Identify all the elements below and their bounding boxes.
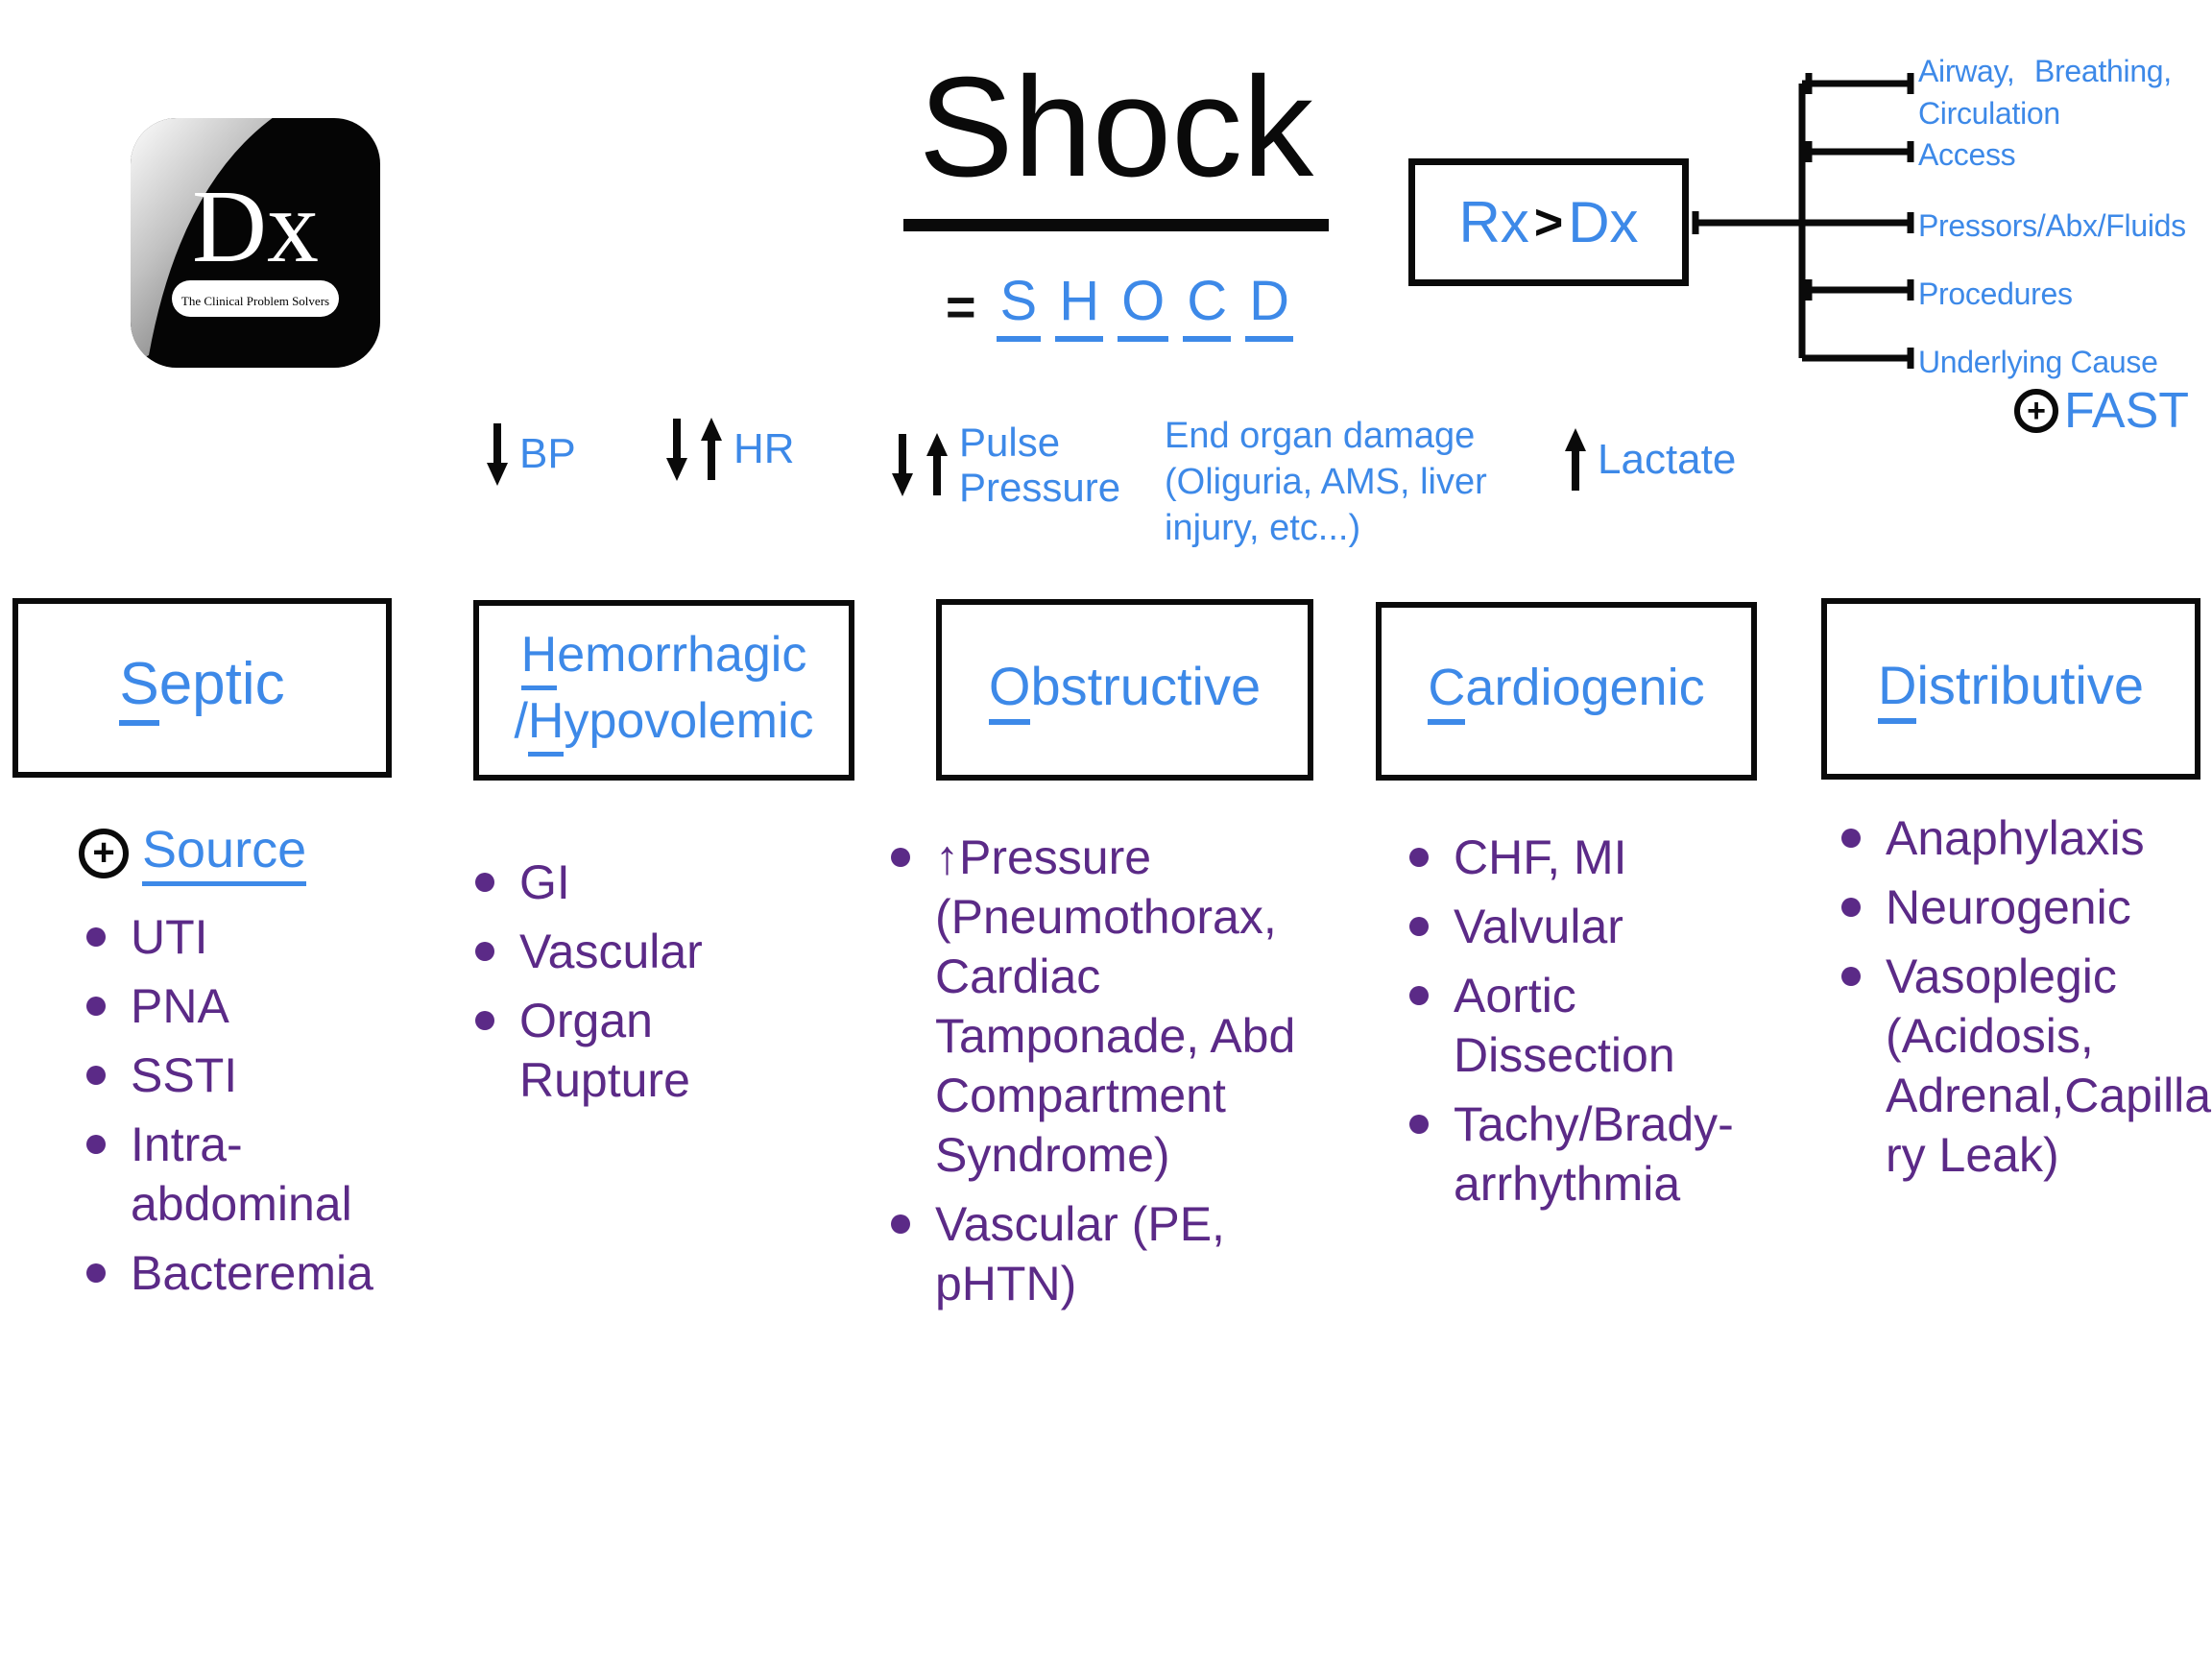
list-item: SSTI [86, 1046, 403, 1105]
bullet-icon [891, 1214, 910, 1234]
list-item: Vasoplegic (Acidosis, Adrenal,Capillary … [1841, 947, 2212, 1185]
obstructive-title: Obstructive [988, 655, 1261, 725]
category-box-obstructive: Obstructive [936, 599, 1313, 781]
logo-tagline: The Clinical Problem Solvers [181, 294, 329, 308]
list-item: UTI [86, 907, 403, 967]
cpsolvers-logo: Dx The Clinical Problem Solvers [130, 117, 381, 369]
up-arrow-icon [1565, 428, 1586, 491]
acronym-letter-c: C [1183, 272, 1232, 342]
down-arrow-icon [892, 434, 913, 496]
acronym-letter-d: D [1245, 272, 1294, 342]
septic-title: Septic [119, 650, 285, 726]
bullet-icon [86, 1135, 106, 1154]
branch-label-underlying-cause: Underlying Cause [1918, 345, 2158, 379]
logo-swoosh [131, 118, 274, 365]
source-label: Source [142, 820, 307, 886]
list-item: CHF, MI [1409, 828, 1767, 887]
vital-lactate: Lactate [1563, 422, 1736, 497]
up-arrow-icon [926, 433, 948, 495]
list-item: Aortic Dissection [1409, 966, 1767, 1085]
bullet-icon [86, 927, 106, 947]
cpsolvers-logo-graphic: Dx The Clinical Problem Solvers [131, 118, 380, 368]
bullet-icon [475, 942, 494, 961]
cardiogenic-title: Cardiogenic [1428, 658, 1705, 725]
fast-exam-note: + FAST [2014, 382, 2189, 440]
list-item: Vascular [475, 922, 763, 981]
bullet-icon [86, 1263, 106, 1283]
bullet-icon [891, 848, 910, 867]
vital-pulse-pressure: Pulse Pressure [890, 420, 1120, 510]
distributive-list: Anaphylaxis Neurogenic Vasoplegic (Acido… [1841, 808, 2212, 1185]
category-box-distributive: Distributive [1821, 598, 2200, 780]
list-item: Organ Rupture [475, 991, 763, 1110]
acronym-letter-h: H [1055, 272, 1104, 342]
bullet-icon [1409, 848, 1429, 867]
rx-over-dx-box: Rx > Dx [1408, 158, 1689, 286]
distributive-title: Distributive [1878, 654, 2144, 724]
bp-label: BP [519, 430, 576, 477]
category-box-cardiogenic: Cardiogenic [1376, 602, 1757, 781]
bullet-icon [1841, 898, 1861, 917]
bullet-icon [1409, 1115, 1429, 1134]
list-item: ↑Pressure (Pneumothorax, Cardiac Tampona… [891, 828, 1318, 1185]
up-arrow-icon [701, 418, 722, 480]
fast-label: FAST [2064, 383, 2190, 439]
logo-monogram: Dx [192, 170, 319, 284]
branch-label-access: Access [1918, 137, 2016, 172]
equals-sign: = [946, 277, 976, 336]
rx-label: Rx [1458, 190, 1529, 254]
bullet-icon [475, 1011, 494, 1030]
hr-label: HR [733, 425, 795, 472]
hemorrhagic-title: Hemorrhagic /Hypovolemic [514, 624, 814, 757]
vital-hr: HR [664, 415, 795, 484]
logo-pill [172, 280, 339, 317]
branch-label-pressors: Pressors/Abx/Fluids [1918, 208, 2186, 243]
bullet-icon [1841, 829, 1861, 848]
acronym-letter-o: O [1118, 272, 1169, 342]
list-item: Vascular (PE, pHTN) [891, 1194, 1318, 1313]
list-item: Intra-abdominal [86, 1115, 403, 1234]
bullet-icon [475, 873, 494, 892]
branch-label-abc-line1: Airway, Breathing, [1918, 54, 2172, 88]
bullet-icon [1409, 986, 1429, 1005]
list-item: Neurogenic [1841, 878, 2212, 937]
list-item: Anaphylaxis [1841, 808, 2212, 868]
obstructive-list: ↑Pressure (Pneumothorax, Cardiac Tampona… [891, 828, 1318, 1313]
category-box-hemorrhagic-hypovolemic: Hemorrhagic /Hypovolemic [473, 600, 854, 781]
page-title-text: Shock [902, 38, 1330, 231]
down-arrow-icon [487, 423, 508, 486]
branch-label-procedures: Procedures [1918, 276, 2073, 311]
branch-label-abc: Airway, Breathing, Circulation [1918, 50, 2172, 134]
dx-label: Dx [1568, 190, 1639, 254]
bullet-icon [86, 997, 106, 1016]
pulse-pressure-label: Pulse Pressure [959, 420, 1121, 510]
bullet-icon [1841, 967, 1861, 986]
hemorrhagic-list: GI Vascular Organ Rupture [475, 853, 763, 1110]
lactate-label: Lactate [1598, 436, 1737, 483]
end-organ-text: End organ damage (Oliguria, AMS, liver i… [1165, 416, 1487, 548]
plus-circle-icon: + [79, 828, 129, 878]
list-item: Valvular [1409, 897, 1767, 956]
list-item: PNA [86, 976, 403, 1036]
list-item: Bacteremia [86, 1243, 403, 1303]
list-item: Tachy/Brady-arrhythmia [1409, 1094, 1767, 1214]
vital-bp: BP [485, 420, 576, 489]
list-item: GI [475, 853, 763, 912]
plus-circle-icon: + [2014, 389, 2058, 433]
branch-label-abc-line2: Circulation [1918, 96, 2060, 131]
bullet-icon [86, 1066, 106, 1085]
page-title: Shock [893, 38, 1339, 231]
shocd-acronym: = S H O C D [946, 272, 1294, 342]
greater-than-sign: > [1533, 194, 1564, 251]
cardiogenic-list: CHF, MI Valvular Aortic Dissection Tachy… [1409, 828, 1767, 1214]
septic-source-header: + Source [79, 820, 307, 886]
down-arrow-icon [666, 419, 687, 481]
septic-list: UTI PNA SSTI Intra-abdominal Bacteremia [86, 907, 403, 1303]
vital-end-organ-damage: End organ damage (Oliguria, AMS, liver i… [1165, 413, 1487, 551]
category-box-septic: Septic [12, 598, 392, 778]
acronym-letter-s: S [996, 272, 1042, 342]
bullet-icon [1409, 917, 1429, 936]
